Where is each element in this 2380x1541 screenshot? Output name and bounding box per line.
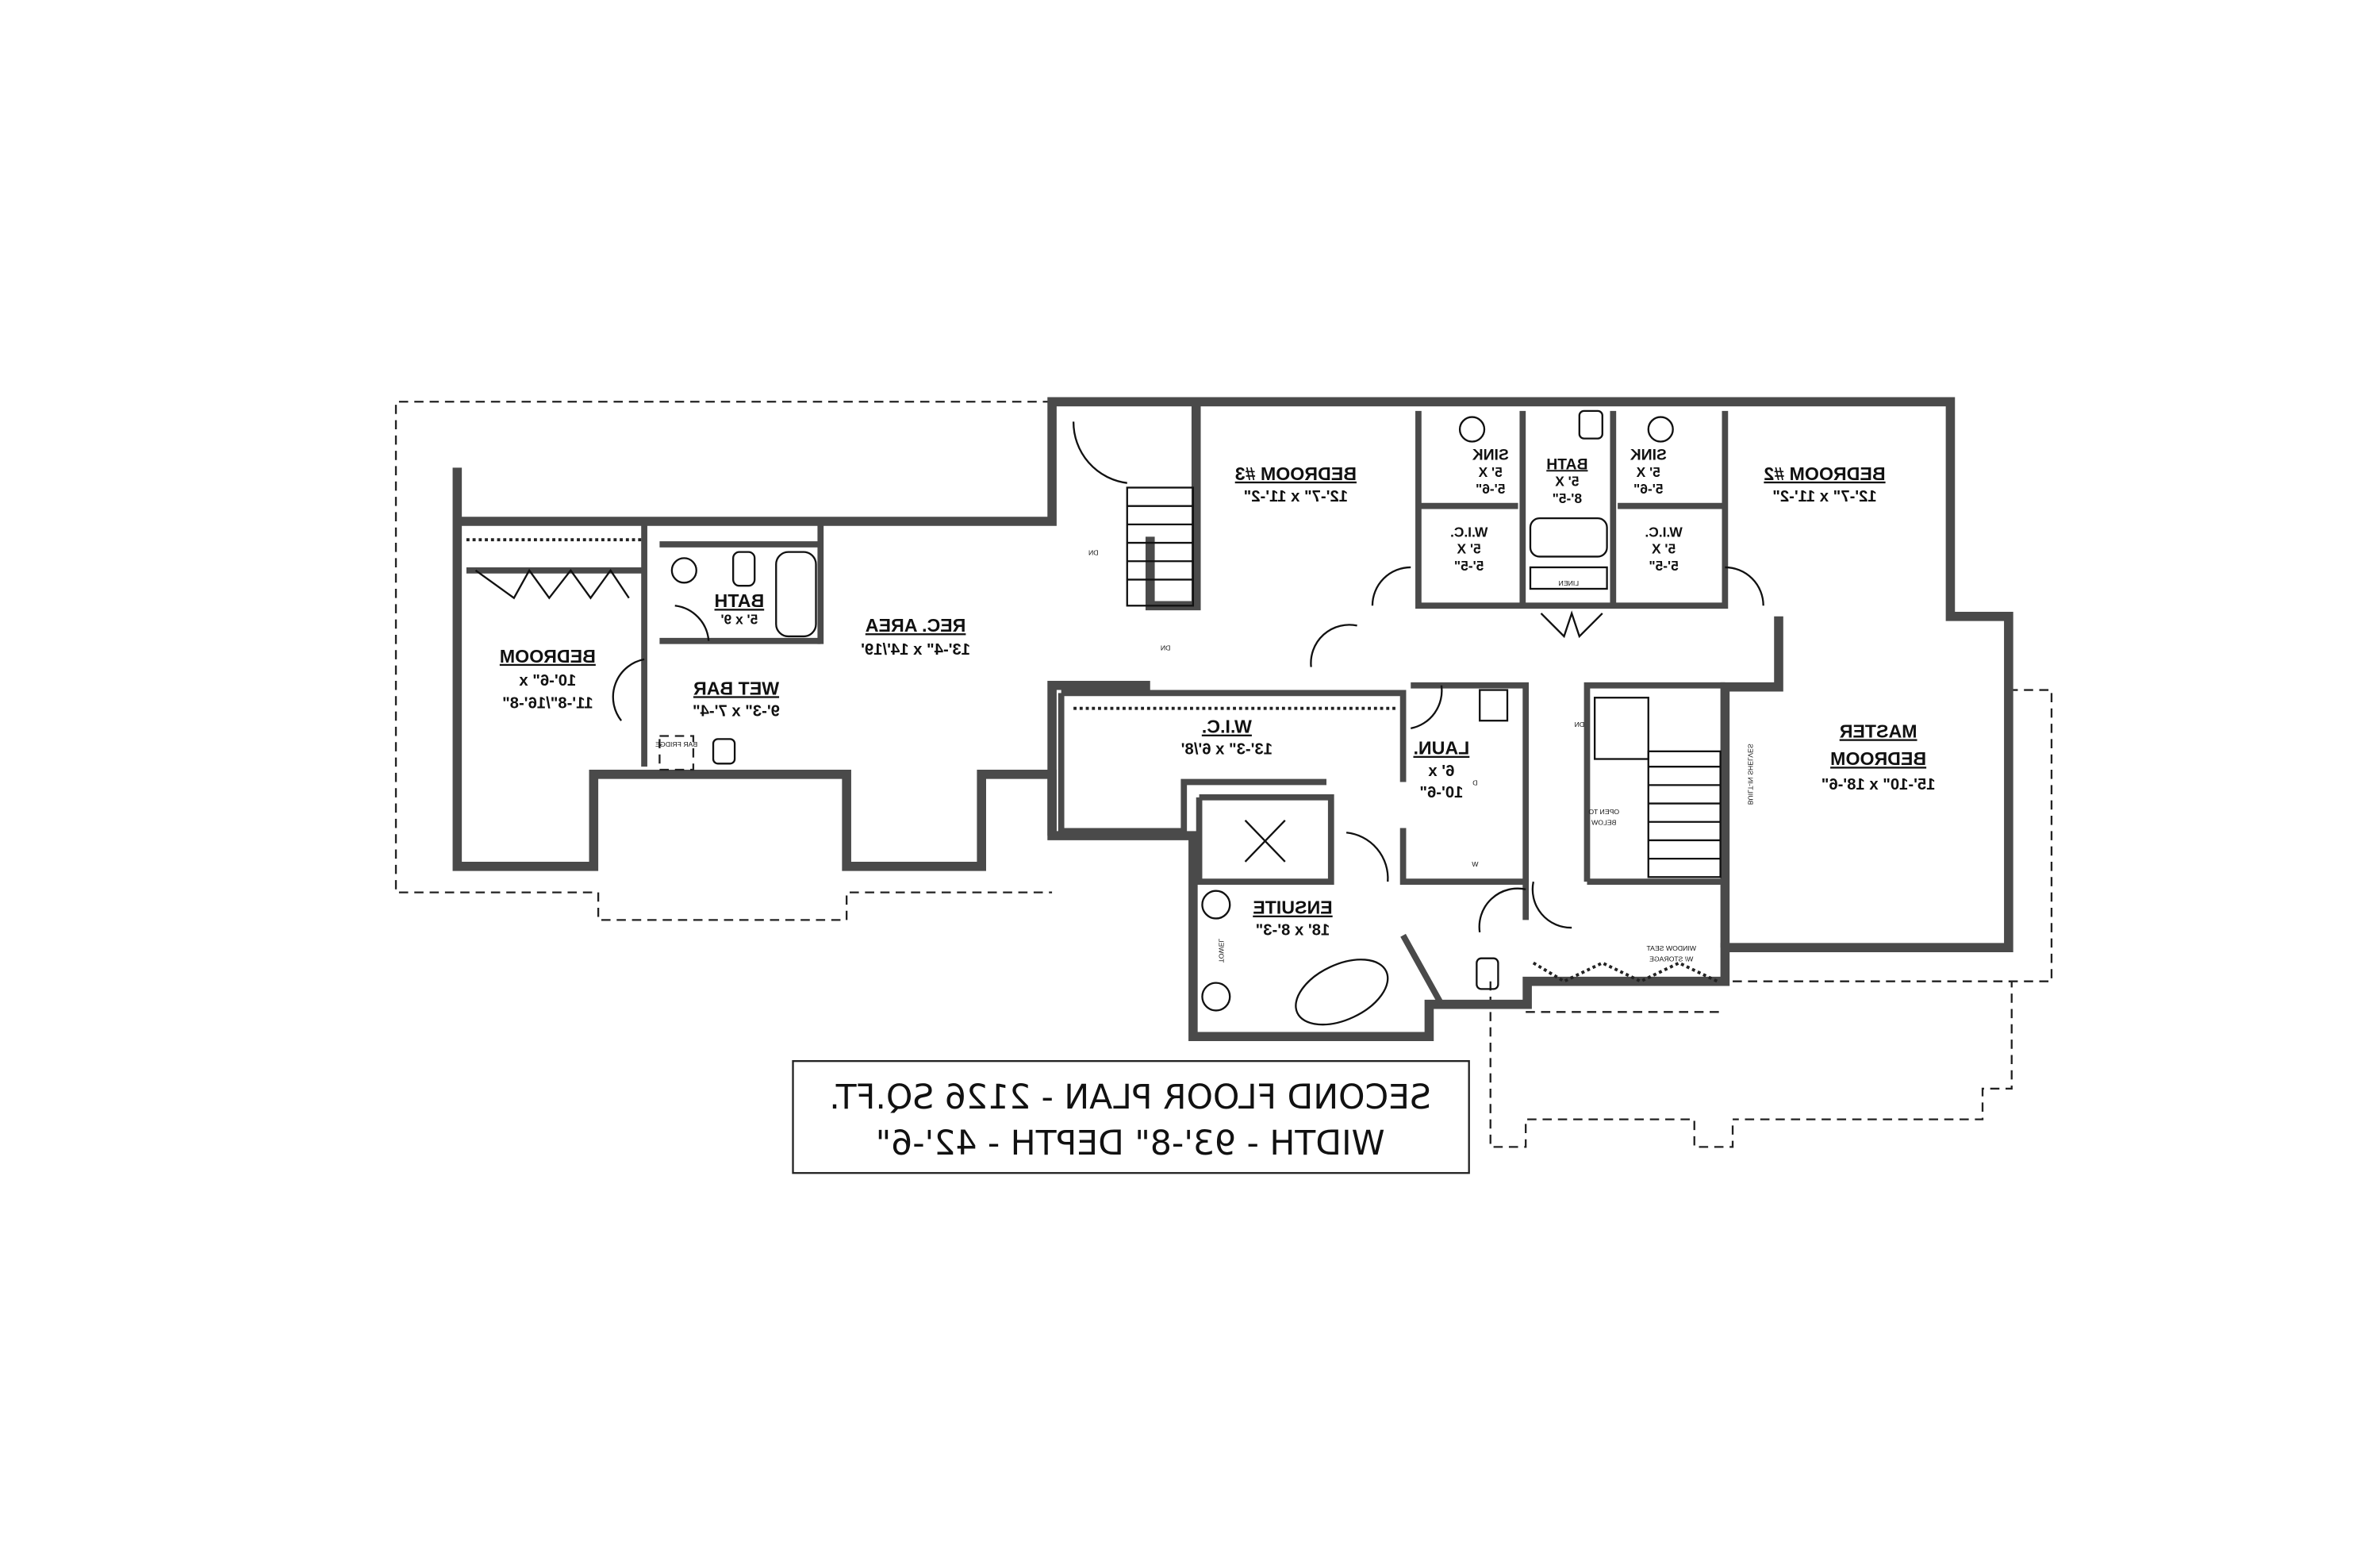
fixtures bbox=[466, 409, 1718, 1026]
freestanding-tub bbox=[1295, 959, 1389, 1026]
master-name1: MASTER bbox=[1839, 721, 1917, 741]
interior-walls bbox=[466, 410, 1729, 1006]
linen-label: LINEN bbox=[1558, 579, 1579, 587]
wet-bar-dim: 9'-3" x 7'-4" bbox=[693, 702, 780, 720]
window-seat-2: W/ STORAGE bbox=[1649, 955, 1694, 963]
window-seat-1: WINDOW SEAT bbox=[1646, 944, 1696, 952]
stairs bbox=[1126, 486, 1722, 878]
toilet-left-bath bbox=[732, 551, 756, 587]
open-to-below-1: OPEN TO bbox=[1588, 808, 1619, 816]
bath-left-name: BATH bbox=[715, 590, 765, 611]
bedroom-dim2: 11'-8"/16'-8" bbox=[502, 695, 593, 713]
bath-left-dim: 5' x 9' bbox=[720, 611, 758, 627]
washer-label: W bbox=[1472, 860, 1479, 868]
wic-left-dim2: 5'-5" bbox=[1454, 558, 1484, 574]
sink-left-name: SINK bbox=[1472, 448, 1509, 464]
toilet-center bbox=[1578, 409, 1603, 440]
bath-center-name: BATH bbox=[1546, 456, 1587, 473]
bathtub-left bbox=[775, 551, 817, 638]
ensuite-sink-1 bbox=[1201, 890, 1231, 920]
laundry-name: LAUN. bbox=[1414, 738, 1470, 759]
wet-bar-name: WET BAR bbox=[693, 678, 779, 698]
bath-center-dim1: 5' X bbox=[1555, 474, 1580, 490]
bar-sink bbox=[712, 738, 736, 765]
linen-shelf bbox=[1529, 566, 1608, 590]
bedroom2-name: BEDROOM #2 bbox=[1764, 463, 1885, 484]
ensuite-dim: 18' x 8'-3" bbox=[1256, 922, 1330, 940]
bar-fridge-label: BAR FRIDGE bbox=[655, 740, 697, 748]
bedroom-name: BEDROOM bbox=[500, 646, 596, 667]
laundry-sink bbox=[1479, 689, 1509, 722]
exterior-walls bbox=[452, 397, 2013, 1042]
roof-outline bbox=[394, 401, 2053, 1148]
master-name2: BEDROOM bbox=[1830, 748, 1926, 769]
wic-master-dim: 13'-3" x 6'/8' bbox=[1181, 741, 1273, 759]
room-labels: BEDROOM #3 12'-7" x 11'-2" BATH 5' X 8'-… bbox=[500, 448, 1936, 963]
toilet-ensuite bbox=[1476, 957, 1499, 990]
bedroom3-name: BEDROOM #3 bbox=[1235, 463, 1357, 484]
wic-master-name: W.I.C. bbox=[1202, 717, 1252, 737]
built-in-shelves-label: BUILT-IN SHELVES bbox=[1746, 744, 1754, 805]
dn-left: DN bbox=[1088, 549, 1099, 557]
sink-left-dim2: 5'-6" bbox=[1476, 481, 1505, 497]
sink-right-dim1: 5' X bbox=[1636, 464, 1660, 480]
bath-center-dim2: 8'-5" bbox=[1553, 490, 1582, 506]
dn-right: DN bbox=[1575, 721, 1585, 728]
bedroom2-dim: 12'-7" x 11'-2" bbox=[1772, 488, 1876, 505]
rec-area-dim: 13'-4" x 14'/19' bbox=[861, 641, 970, 659]
laundry-dim2: 10'-6" bbox=[1419, 784, 1463, 801]
dryer-label: D bbox=[1472, 778, 1477, 786]
dn-mid: DN bbox=[1161, 644, 1171, 651]
master-dim: 15'-10" x 18'-6" bbox=[1821, 776, 1936, 794]
plan-title: SECOND FLOOR PLAN - 2126 SQ.FT. bbox=[829, 1078, 1431, 1117]
bedroom3-dim: 12'-7" x 11'-2" bbox=[1244, 488, 1348, 505]
wic-left-name: W.I.C. bbox=[1450, 524, 1488, 540]
rec-area-name: REC. AREA bbox=[866, 615, 966, 636]
sink-left-bath bbox=[670, 557, 697, 584]
wic-right-name: W.I.C. bbox=[1645, 524, 1682, 540]
sink-center-right bbox=[1647, 416, 1674, 443]
bedroom-dim1: 10'-6" x bbox=[519, 672, 577, 690]
ensuite-sink-2 bbox=[1201, 982, 1231, 1012]
wic-right-dim1: 5' X bbox=[1652, 541, 1676, 557]
wic-right-dim2: 5'-5" bbox=[1649, 558, 1678, 574]
open-to-below-2: BELOW bbox=[1591, 819, 1616, 827]
sink-center-left bbox=[1458, 416, 1486, 443]
sink-right-name: SINK bbox=[1630, 448, 1667, 464]
title-block: SECOND FLOOR PLAN - 2126 SQ.FT. WIDTH - … bbox=[792, 1060, 1470, 1174]
towel-label: TOWEL bbox=[1218, 939, 1226, 963]
laundry-dim1: 6' x bbox=[1428, 763, 1455, 780]
ensuite-name: ENSUITE bbox=[1253, 897, 1332, 918]
door-swings bbox=[612, 421, 1764, 933]
plan-dimensions: WIDTH - 93'-8" DEPTH - 42'-6" bbox=[876, 1124, 1385, 1163]
sink-right-dim2: 5'-6" bbox=[1633, 481, 1663, 497]
bathtub-center bbox=[1529, 517, 1608, 558]
sink-left-dim1: 5' X bbox=[1478, 464, 1503, 480]
wic-left-dim1: 5' X bbox=[1457, 541, 1481, 557]
